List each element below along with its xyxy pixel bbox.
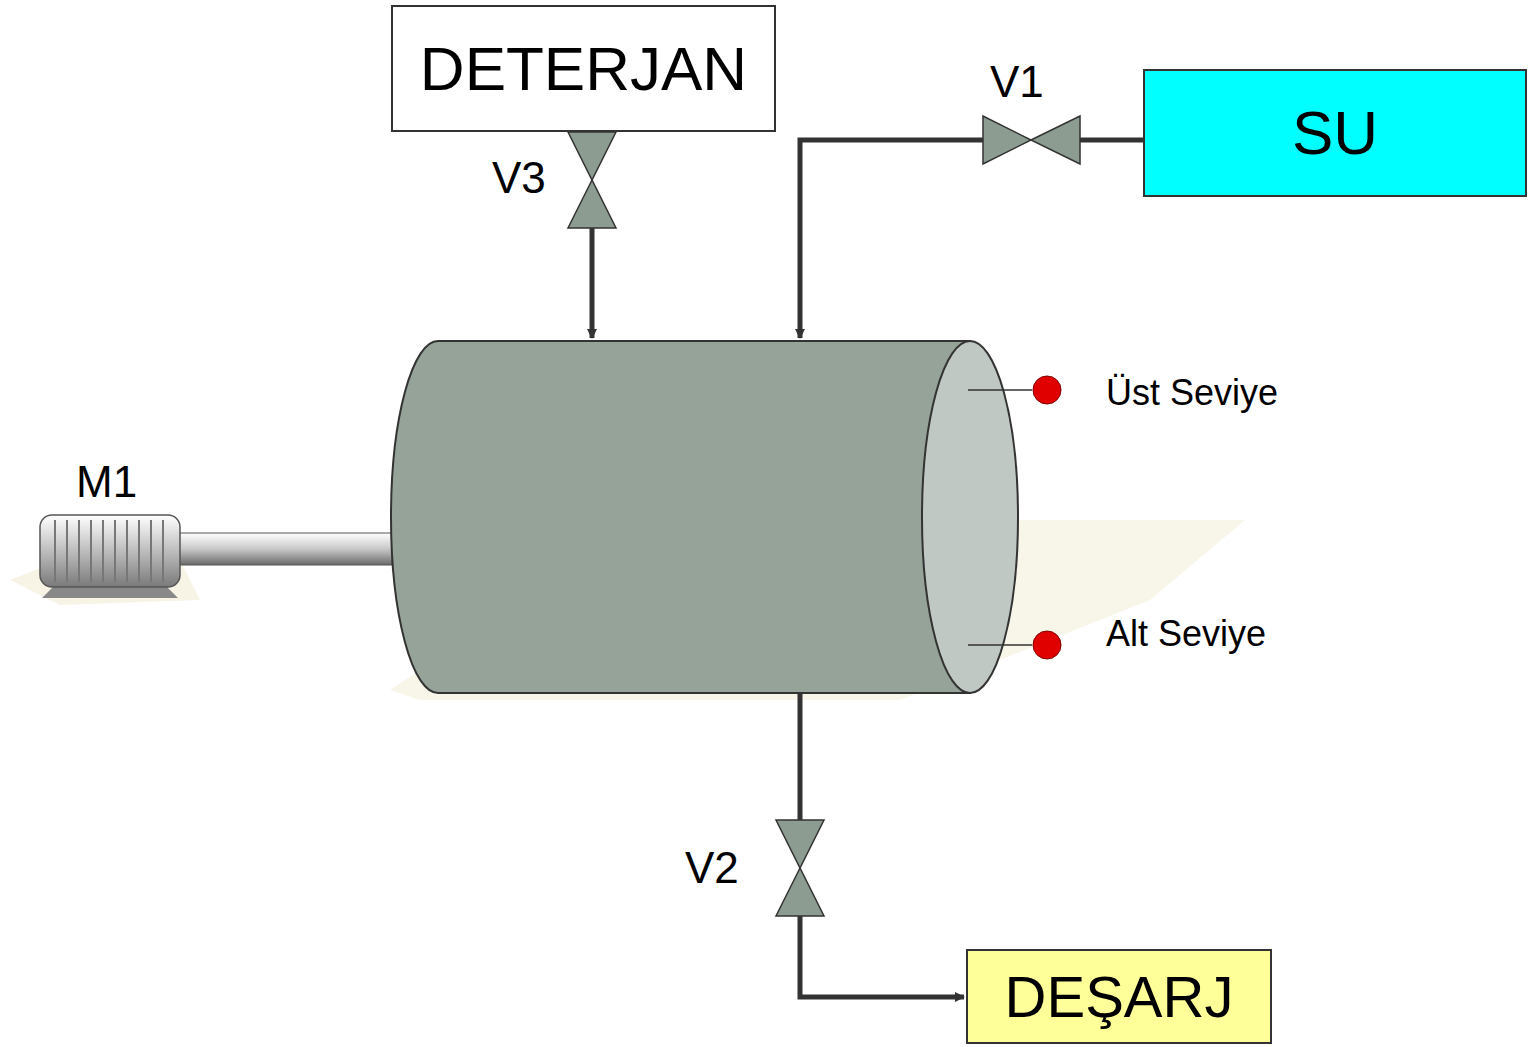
valve-label: V1 <box>990 60 1044 104</box>
box-text: DEŞARJ <box>1005 968 1234 1026</box>
sensor-label: Alt Seviye <box>1106 616 1266 652</box>
valve-label: V3 <box>492 156 546 200</box>
box-text: SU <box>1292 102 1378 164</box>
water-box: SU <box>1143 69 1527 197</box>
discharge-box: DEŞARJ <box>966 949 1272 1044</box>
box-text: DETERJAN <box>420 38 747 100</box>
sensor-label: Üst Seviye <box>1106 375 1278 411</box>
detergent-box: DETERJAN <box>391 5 776 132</box>
motor-label: M1 <box>76 460 137 504</box>
valve-label: V2 <box>685 846 739 890</box>
